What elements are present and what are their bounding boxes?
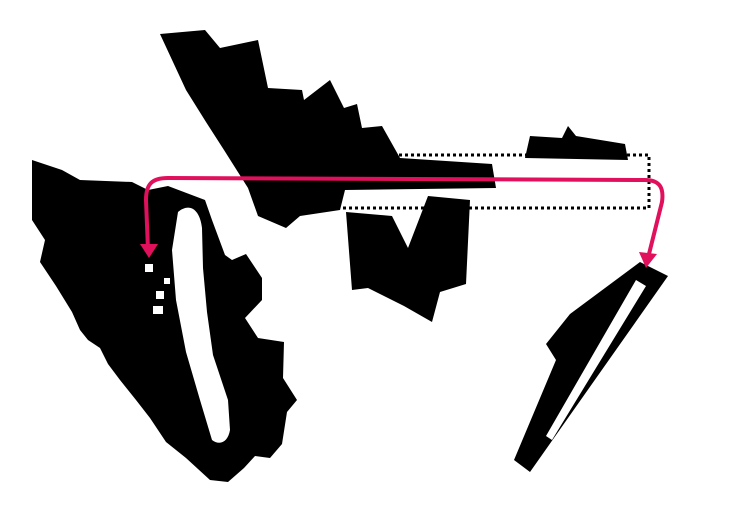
mark-1 (145, 264, 153, 272)
arrowhead-left (140, 244, 158, 258)
connector-arrow (144, 176, 665, 260)
right-bar (514, 262, 668, 472)
mark-3 (156, 291, 164, 299)
mark-4 (153, 306, 163, 314)
center-mass (346, 196, 470, 322)
left-mass (32, 160, 297, 482)
mark-2 (164, 278, 170, 284)
small-strip (525, 126, 628, 160)
arrowhead-right (639, 252, 657, 268)
